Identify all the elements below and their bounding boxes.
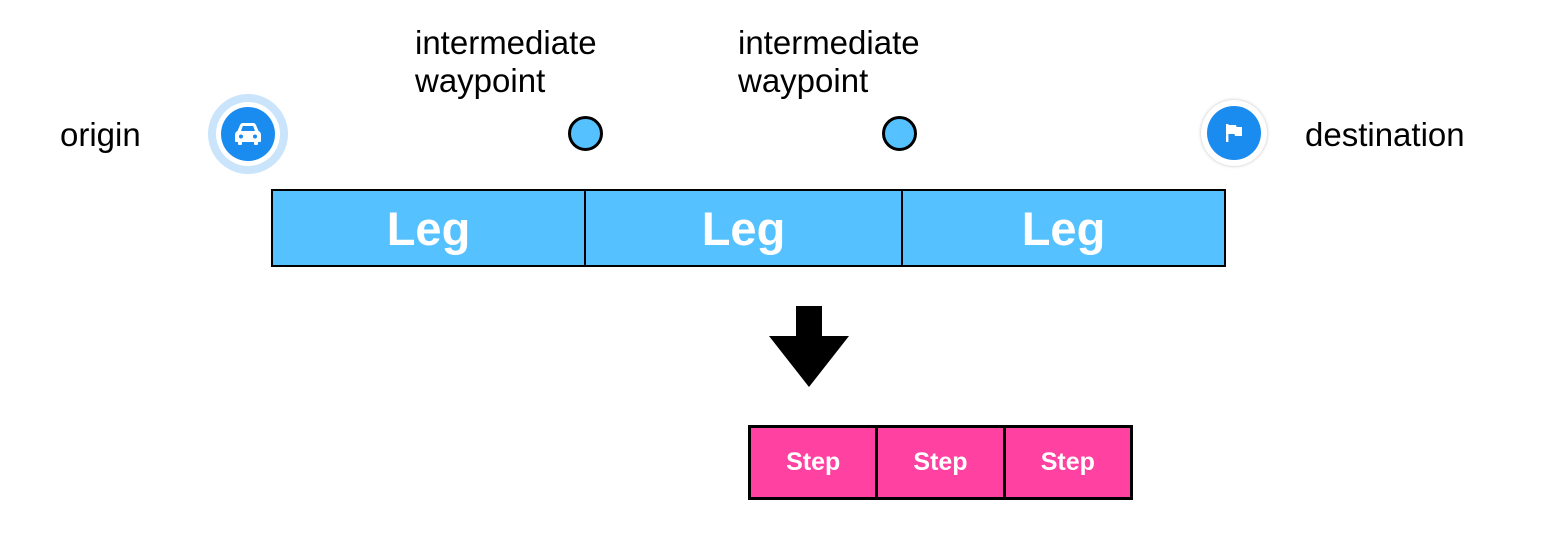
step-3: Step — [1040, 448, 1095, 476]
origin-marker-ring — [216, 102, 280, 166]
waypoint-1-label: intermediate waypoint — [415, 24, 597, 100]
leg-3: Leg — [1021, 201, 1106, 255]
waypoint-2-label: intermediate waypoint — [738, 24, 920, 100]
leg-1: Leg — [273, 191, 586, 265]
flag-icon — [1226, 124, 1242, 142]
origin-marker — [208, 94, 288, 174]
step-1: Step — [751, 428, 879, 497]
destination-label: destination — [1305, 116, 1465, 153]
down-arrow-icon — [769, 306, 849, 387]
destination-marker-dot — [1207, 106, 1261, 160]
waypoint-1-label-line-1: intermediate — [415, 24, 597, 61]
destination-marker — [1201, 100, 1267, 166]
waypoint-2-label-line-2: waypoint — [738, 62, 869, 99]
origin-label: origin — [60, 116, 141, 153]
waypoint-2-marker — [882, 116, 917, 151]
waypoint-2-label-line-1: intermediate — [738, 24, 920, 61]
origin-marker-dot — [221, 107, 275, 161]
car-icon — [235, 123, 261, 145]
leg-2: Leg — [586, 191, 903, 265]
steps-bar: Step Step Step — [748, 425, 1133, 500]
step-2: Step — [878, 428, 1006, 497]
waypoint-1-label-line-2: waypoint — [415, 62, 546, 99]
waypoint-1-marker — [568, 116, 603, 151]
legs-bar: Leg Leg Leg — [271, 189, 1226, 267]
